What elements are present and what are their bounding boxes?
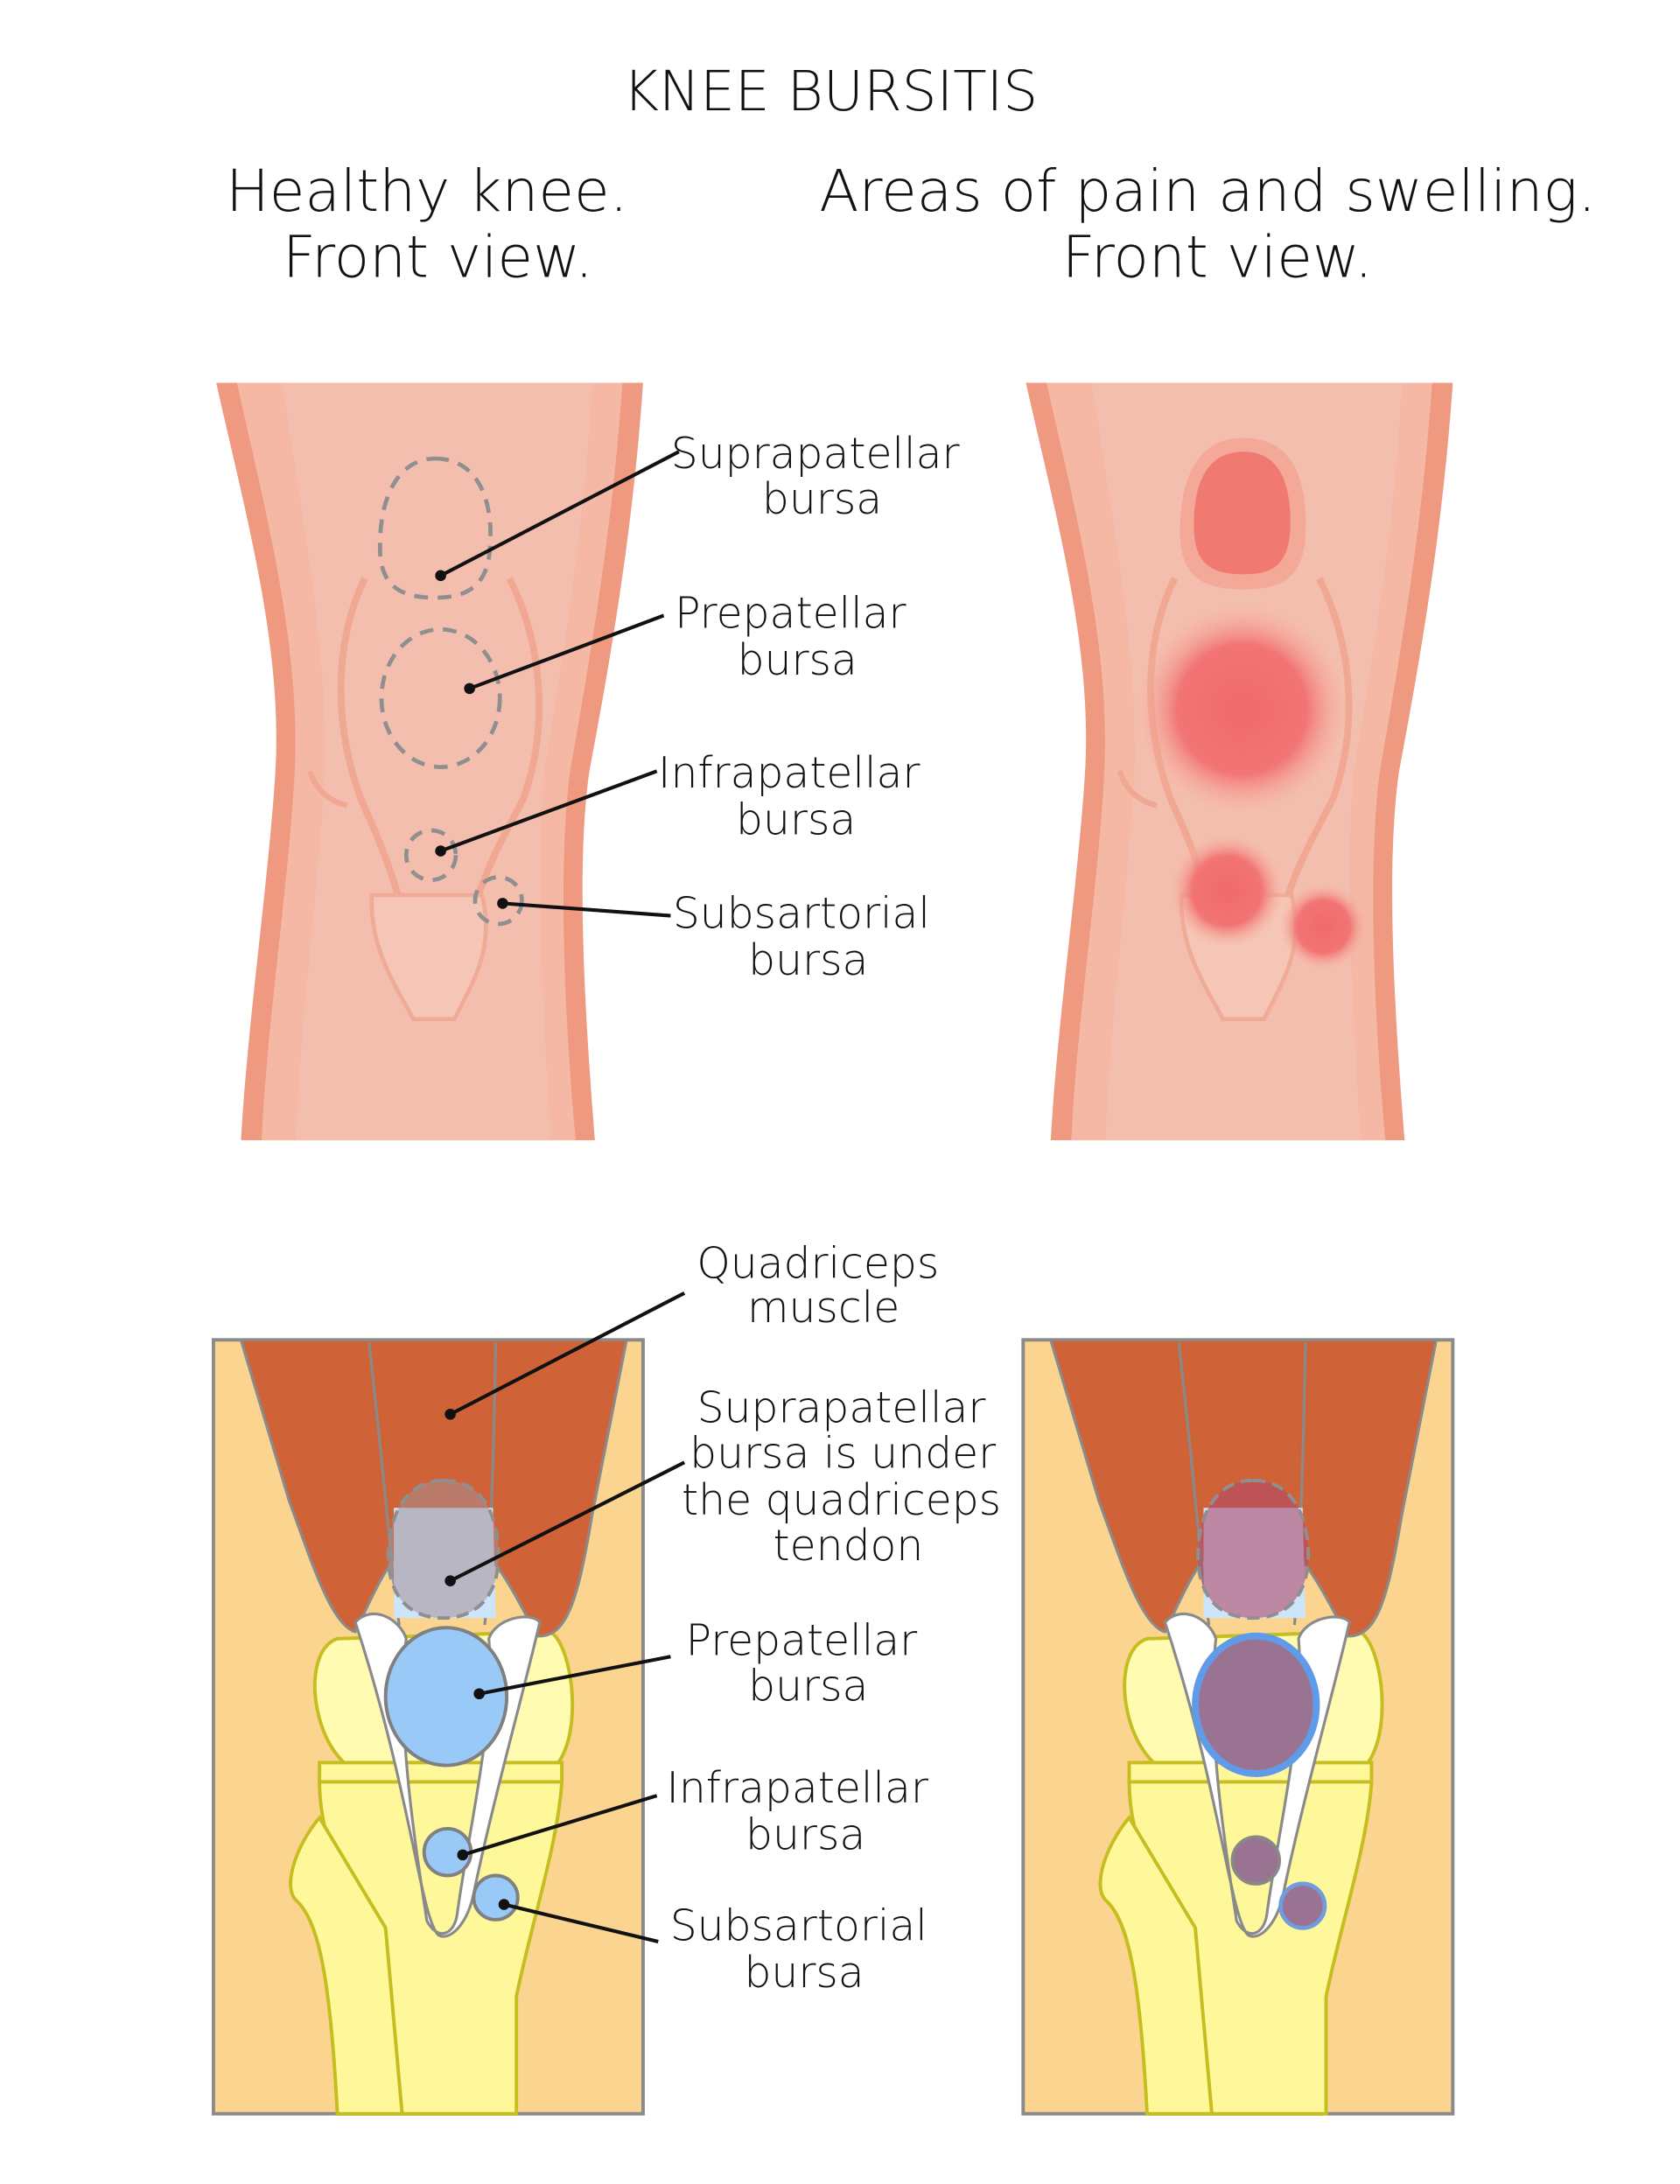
suprapatellar-bursa-outline bbox=[377, 456, 493, 600]
label-prepatellar: Prepatellar bbox=[675, 589, 906, 639]
prepatellar-bursa-outline bbox=[379, 626, 502, 769]
left-heading-line1: Healthy knee. bbox=[226, 158, 628, 225]
label-suprapatellar: Suprapatellar bbox=[671, 429, 960, 479]
label-subsartorial: Subsartorial bbox=[673, 889, 930, 939]
infrapatellar-swelling bbox=[1169, 833, 1285, 949]
label-suprapatellar-2: bursa bbox=[762, 474, 882, 524]
label-suprapatellar-bottom: Suprapatellar bbox=[697, 1383, 986, 1433]
subsartorial-bursa-outline bbox=[472, 875, 524, 927]
healthy-knee-exterior bbox=[216, 383, 680, 1141]
subsartorial-bursa bbox=[472, 1873, 520, 1922]
label-subsartorial-2: bursa bbox=[748, 935, 868, 985]
suprapatellar-bursa-inflamed bbox=[1196, 1478, 1311, 1620]
healthy-knee-anatomy bbox=[211, 1291, 686, 2116]
right-heading-line2: Front view. bbox=[1062, 223, 1373, 290]
label-subsartorial-bottom-2: bursa bbox=[744, 1948, 864, 1998]
right-heading-line1: Areas of pain and swelling. bbox=[819, 158, 1596, 225]
label-infrapatellar-bottom: Infrapatellar bbox=[667, 1763, 928, 1813]
label-infrapatellar: Infrapatellar bbox=[658, 748, 920, 798]
infrapatellar-bursa-outline bbox=[403, 828, 458, 882]
label-infrapatellar-bottom-2: bursa bbox=[746, 1810, 865, 1860]
prepatellar-swelling bbox=[1134, 601, 1350, 817]
left-heading-line2: Front view. bbox=[283, 223, 593, 290]
label-suprapatellar-bottom-2: bursa is under bbox=[690, 1429, 996, 1479]
prepatellar-bursa-inflamed bbox=[1192, 1632, 1320, 1777]
inflamed-knee-anatomy bbox=[1021, 1338, 1455, 2116]
diagram-title: KNEE BURSITIS bbox=[623, 60, 1038, 123]
inflamed-knee-exterior bbox=[1026, 383, 1452, 1141]
label-infrapatellar-2: bursa bbox=[736, 795, 856, 845]
label-suprapatellar-bottom-4: tendon bbox=[774, 1521, 924, 1571]
suprapatellar-bursa bbox=[386, 1478, 500, 1620]
label-quadriceps: Quadriceps bbox=[696, 1238, 939, 1288]
label-prepatellar-2: bursa bbox=[738, 635, 858, 685]
subsartorial-bursa-inflamed bbox=[1278, 1881, 1327, 1930]
prepatellar-bursa bbox=[383, 1626, 509, 1768]
label-subsartorial-bottom: Subsartorial bbox=[670, 1900, 928, 1950]
label-prepatellar-bottom: Prepatellar bbox=[686, 1616, 918, 1666]
label-prepatellar-bottom-2: bursa bbox=[748, 1662, 868, 1712]
label-suprapatellar-bottom-3: the quadriceps bbox=[682, 1475, 1001, 1525]
infrapatellar-bursa-inflamed bbox=[1230, 1835, 1281, 1886]
label-quadriceps-2: muscle bbox=[747, 1283, 900, 1333]
subsartorial-swelling bbox=[1279, 882, 1368, 971]
